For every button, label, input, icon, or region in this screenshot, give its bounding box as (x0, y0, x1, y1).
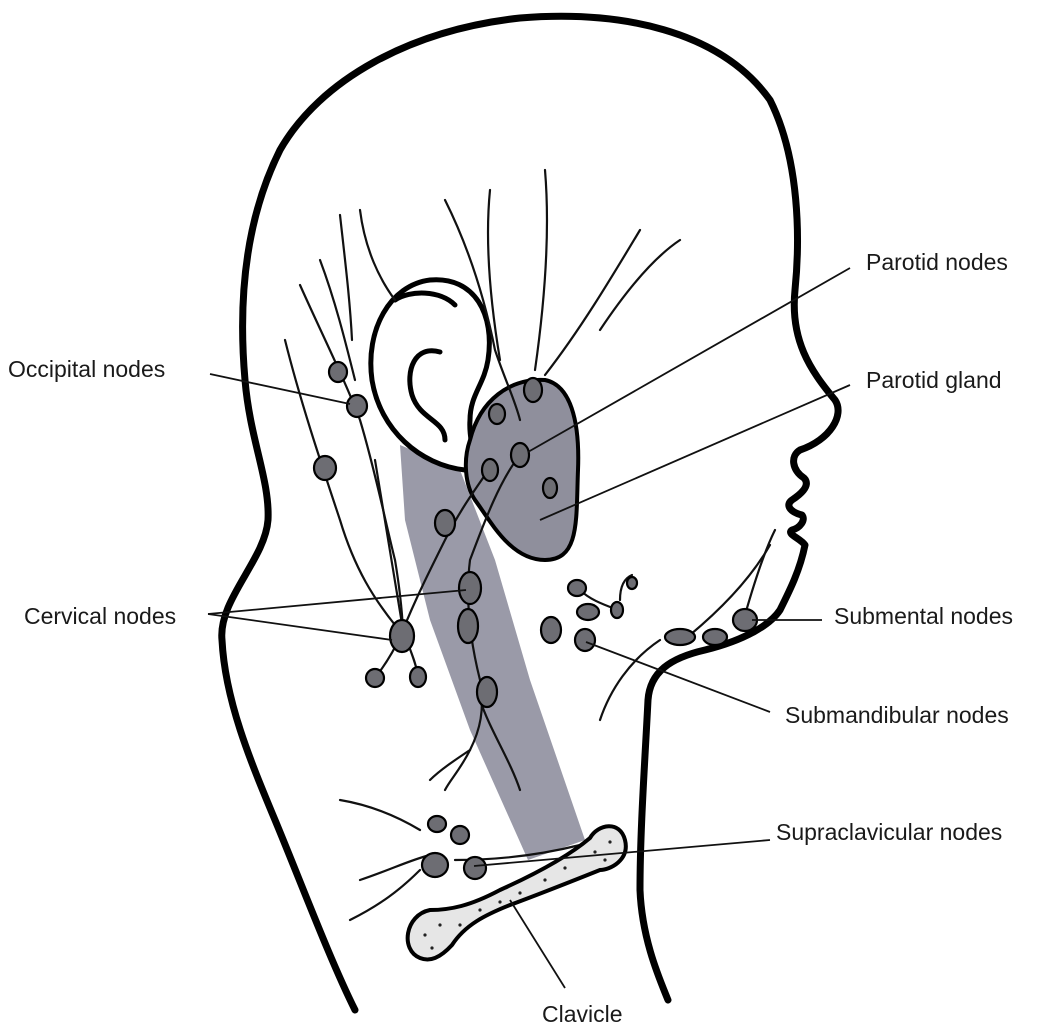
label-submandibular-nodes: Submandibular nodes (785, 702, 1009, 728)
submandibular-node (577, 604, 599, 620)
supraclavicular-node (464, 857, 486, 879)
submandibular-node (568, 580, 586, 596)
parotid-node (482, 459, 498, 481)
cervical-node (410, 667, 426, 687)
cervical-node (458, 609, 478, 643)
submental-node (703, 629, 727, 645)
supraclavicular-node (451, 826, 469, 844)
parotid-node (543, 478, 557, 498)
occipital-node (347, 395, 367, 417)
occipital-node (314, 456, 336, 480)
submandibular-node (541, 617, 561, 643)
label-occipital-nodes: Occipital nodes (8, 356, 165, 382)
submandibular-node (575, 629, 595, 651)
cervical-node (459, 572, 481, 604)
supraclavicular-node (428, 816, 446, 832)
parotid-node (524, 378, 542, 402)
parotid-node (489, 404, 505, 424)
ear-inner (410, 351, 445, 440)
label-submental-nodes: Submental nodes (834, 603, 1013, 629)
label-supraclavicular-nodes: Supraclavicular nodes (776, 819, 1002, 845)
supraclavicular-node (422, 853, 448, 877)
cervical-node (435, 510, 455, 536)
ear-helix (395, 293, 455, 305)
label-clavicle: Clavicle (542, 1001, 623, 1027)
label-parotid-gland: Parotid gland (866, 367, 1002, 393)
label-cervical-nodes: Cervical nodes (24, 603, 176, 629)
cervical-node (366, 669, 384, 687)
clavicle-bone (408, 826, 626, 959)
cervical-node (477, 677, 497, 707)
label-parotid-nodes: Parotid nodes (866, 249, 1008, 275)
submandibular-node (611, 602, 623, 618)
occipital-node (329, 362, 347, 382)
submandibular-node (627, 577, 637, 589)
parotid-node (511, 443, 529, 467)
submental-node (665, 629, 695, 645)
cervical-node (390, 620, 414, 652)
